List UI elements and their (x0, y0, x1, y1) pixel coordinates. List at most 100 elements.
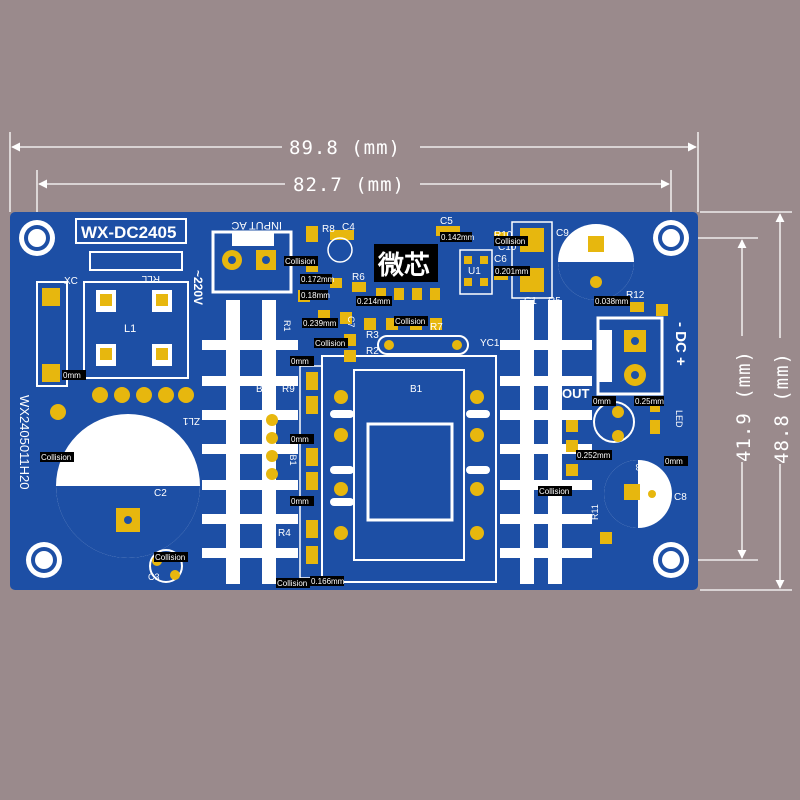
svg-text:0mm: 0mm (665, 457, 683, 466)
drc-collision-marker: Collision (276, 578, 310, 588)
mounting-hole (19, 220, 55, 256)
drc-zero-marker: 0mm (290, 496, 314, 506)
overall-height-label: 48.8 (mm) (771, 352, 793, 464)
dimension-overall-width: 89.8 (mm) (9, 132, 699, 212)
drc-clearance-marker: 0.201mm (494, 266, 530, 276)
bulk-capacitor-c2 (56, 414, 200, 558)
refdes-r13: R13 (635, 462, 652, 472)
mounting-hole (653, 220, 689, 256)
svg-text:Collision: Collision (41, 453, 71, 462)
drc-clearance-marker: 0.252mm (576, 450, 612, 460)
hole-height-label: 41.9 (mm) (733, 350, 755, 462)
svg-text:0.166mm: 0.166mm (311, 577, 345, 586)
hole-width-label: 82.7 (mm) (293, 174, 405, 196)
drc-clearance-marker: 0.214mm (356, 296, 392, 306)
drc-collision-marker: Collision (40, 452, 74, 462)
date-code: WX2405011H20 (17, 395, 32, 489)
mounting-hole (653, 542, 689, 578)
refdes-c9: C9 (556, 228, 569, 239)
drc-clearance-marker: 0.038mm (594, 296, 630, 306)
svg-text:Collision: Collision (277, 579, 307, 588)
model-label: WX-DC2405 (75, 218, 187, 244)
refdes-c1: C1 (524, 296, 537, 307)
dimension-overall-height: 48.8 (mm) (700, 211, 793, 591)
refdes-bt1: BT1 (256, 384, 275, 395)
dimension-hole-height: 41.9 (mm) (688, 237, 758, 561)
heatsink-right (500, 300, 592, 584)
refdes-r11: R11 (590, 504, 600, 520)
refdes-r2: R2 (366, 346, 379, 357)
output-inductor (566, 302, 668, 544)
svg-text:0.214mm: 0.214mm (357, 297, 391, 306)
refdes-c8: C8 (674, 492, 687, 503)
svg-text:~220V: ~220V (191, 270, 205, 305)
refdes-r10: R10 (494, 230, 513, 241)
drc-clearance-marker: 0.172mm (300, 274, 335, 284)
drc-zero-marker: 0mm (664, 456, 688, 466)
drc-clearance-marker: 0.18mm (300, 290, 330, 300)
svg-text:INPUT AC: INPUT AC (231, 219, 282, 231)
refdes-l1: L1 (124, 323, 136, 335)
refdes-xc: XC (64, 276, 78, 287)
svg-text:Collision: Collision (495, 237, 525, 246)
pad-row (50, 387, 194, 420)
svg-text:0.25mm: 0.25mm (635, 397, 664, 406)
drc-zero-marker: 0mm (290, 434, 314, 444)
line-filter-inductor (83, 251, 189, 379)
refdes-r1: R1 (282, 320, 292, 332)
refdes-b1: B1 (410, 384, 423, 395)
output-capacitor-c8 (604, 460, 672, 528)
svg-text:0.239mm: 0.239mm (303, 319, 337, 328)
refdes-r9: R9 (282, 384, 295, 395)
svg-text:OUT: OUT (562, 386, 590, 401)
refdes-r7: R7 (430, 322, 443, 333)
drc-collision-marker: Collision (284, 256, 318, 266)
refdes-r12: R12 (626, 290, 645, 301)
refdes-r3: R3 (366, 330, 379, 341)
drc-collision-marker: Collision (314, 338, 348, 348)
svg-text:Collision: Collision (315, 339, 345, 348)
refdes-db1: DB1 (288, 448, 298, 466)
drc-zero-marker: 0mm (62, 370, 86, 380)
svg-text:WX-DC2405: WX-DC2405 (81, 223, 176, 242)
brand-logo: 微芯 (374, 244, 438, 282)
svg-text:0.18mm: 0.18mm (301, 291, 330, 300)
svg-text:微芯: 微芯 (377, 250, 430, 280)
refdes-r8: R8 (322, 224, 335, 235)
drc-clearance-marker: 0.239mm (302, 318, 338, 328)
dc-output-connector: - DC + OUT (562, 316, 689, 401)
x-capacitor (36, 281, 68, 387)
drc-clearance-marker: 0.25mm (634, 396, 664, 406)
svg-text:0.142mm: 0.142mm (441, 233, 475, 242)
refdes-r4: R4 (278, 528, 291, 539)
svg-text:0mm: 0mm (291, 435, 309, 444)
heatsink-left (202, 300, 298, 584)
svg-text:0.038mm: 0.038mm (595, 297, 629, 306)
drc-markers: Collision Collision Collision Collision … (40, 232, 688, 588)
svg-text:0.252mm: 0.252mm (577, 451, 611, 460)
refdes-c4: C4 (342, 222, 355, 233)
drc-clearance-marker: 0.142mm (440, 232, 475, 242)
drc-collision-marker: Collision (154, 552, 188, 562)
refdes-c3: C3 (148, 572, 160, 582)
svg-text:0mm: 0mm (63, 371, 81, 380)
refdes-c10: C10 (498, 242, 517, 253)
drc-clearance-marker: 0.166mm (310, 576, 345, 586)
drc-collision-marker: Collision (494, 236, 528, 246)
pcb-board: WX-DC2405 微芯 INPUT AC ~220V - DC + (10, 212, 698, 590)
refdes-r6: R6 (352, 272, 365, 283)
drc-zero-marker: 0mm (290, 356, 314, 366)
mounting-hole (26, 542, 62, 578)
refdes-u1: U1 (468, 266, 481, 277)
overall-width-label: 89.8 (mm) (289, 137, 401, 159)
drc-collision-marker: Collision (394, 316, 428, 326)
refdes-c7: C7 (346, 316, 356, 328)
svg-text:Collision: Collision (539, 487, 569, 496)
svg-text:0mm: 0mm (593, 397, 611, 406)
refdes-c2: C2 (154, 488, 167, 499)
transformer-b1 (321, 355, 497, 583)
refdes-rll: RLL (141, 273, 160, 284)
refdes-led: LED (674, 410, 684, 428)
bridge-rectifier (266, 414, 278, 480)
refdes-c6: C6 (494, 254, 507, 265)
